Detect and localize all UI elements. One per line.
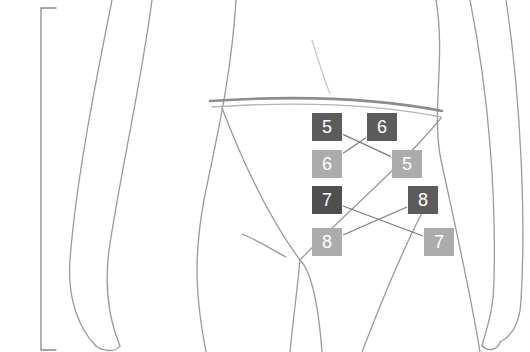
callout-number: 6 <box>377 118 387 136</box>
callout-number: 8 <box>418 191 428 209</box>
connector-line <box>343 138 366 153</box>
right-arm <box>470 0 494 346</box>
callout-box: 6 <box>312 150 342 178</box>
callout-number: 6 <box>322 155 332 173</box>
left-arm <box>70 0 112 346</box>
callout-number: 7 <box>322 191 332 209</box>
callout-box: 5 <box>312 113 342 141</box>
leg-line-right <box>362 205 426 352</box>
torso-right <box>436 0 480 352</box>
callout-number: 7 <box>434 233 444 251</box>
callout-number: 8 <box>322 233 332 251</box>
callout-box: 8 <box>408 186 438 214</box>
callout-box: 7 <box>312 186 342 214</box>
leg-line-left <box>290 260 300 352</box>
callout-number: 5 <box>322 118 332 136</box>
connector-line <box>343 207 407 235</box>
groin-crease <box>242 234 286 257</box>
callout-box: 6 <box>367 113 397 141</box>
callout-box: 5 <box>392 150 422 178</box>
callout-box: 7 <box>424 228 454 256</box>
leg-line-mid <box>300 260 322 352</box>
callout-number: 5 <box>402 155 412 173</box>
back-line <box>312 40 330 94</box>
right-arm-outer <box>500 0 523 342</box>
bracket <box>41 8 56 350</box>
torso-left <box>197 0 236 352</box>
brief-left-edge <box>222 108 300 260</box>
left-arm-inner <box>107 0 152 346</box>
callout-box: 8 <box>312 228 342 256</box>
right-hand <box>482 342 500 349</box>
left-hand <box>96 346 120 351</box>
